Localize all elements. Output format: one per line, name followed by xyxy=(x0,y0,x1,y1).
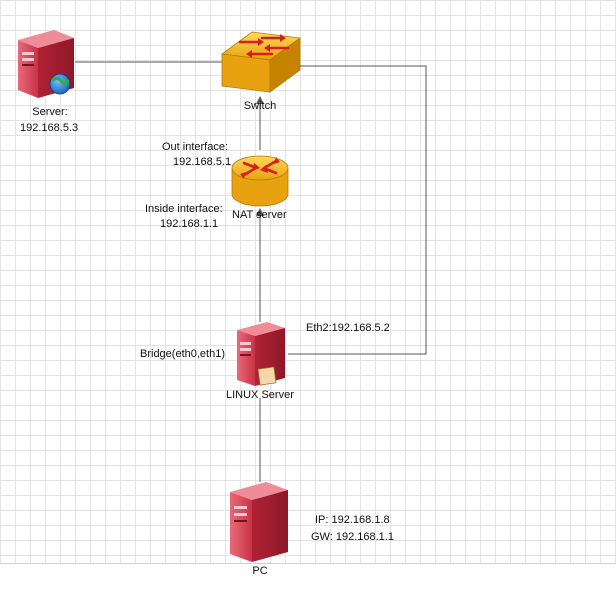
pc-icon[interactable] xyxy=(230,482,288,562)
nat-in-ip: 192.168.1.1 xyxy=(160,218,219,230)
nat-label: NAT server xyxy=(232,209,287,221)
server-ip: 192.168.5.3 xyxy=(20,122,79,134)
nat-in-label: Inside interface: xyxy=(145,203,223,215)
linux-bridge-label: Bridge(eth0,eth1) xyxy=(140,348,225,360)
server-label: Server: xyxy=(32,106,68,118)
pc-ip: IP: 192.168.1.8 xyxy=(315,514,390,526)
linux-label: LINUX Server xyxy=(226,389,294,401)
linux-server-icon[interactable] xyxy=(237,322,285,386)
server-icon[interactable] xyxy=(18,30,74,98)
link-switch-linux-eth2 xyxy=(288,65,427,355)
switch-label: Switch xyxy=(243,100,277,112)
pc-gw: GW: 192.168.1.1 xyxy=(311,531,394,543)
pc-label: PC xyxy=(252,565,268,577)
nat-out-ip: 192.168.5.1 xyxy=(173,156,232,168)
linux-eth2-label: Eth2:192.168.5.2 xyxy=(306,322,390,334)
bottom-band xyxy=(0,563,616,592)
router-icon[interactable] xyxy=(231,155,289,207)
switch-icon[interactable] xyxy=(220,31,302,93)
connections xyxy=(75,61,427,482)
nat-out-label: Out interface: xyxy=(162,141,229,153)
